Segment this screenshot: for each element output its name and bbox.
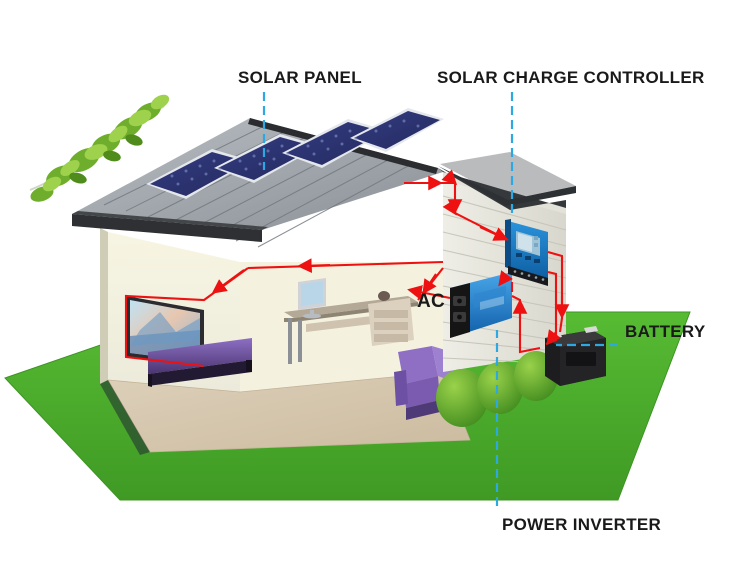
label-ac-output: AC — [417, 291, 446, 312]
label-solar-panel: SOLAR PANEL — [238, 68, 362, 87]
label-solar-charge-controller: SOLAR CHARGE CONTROLLER — [437, 68, 705, 87]
label-battery: BATTERY — [625, 322, 706, 341]
label-power-inverter: POWER INVERTER — [502, 515, 662, 534]
